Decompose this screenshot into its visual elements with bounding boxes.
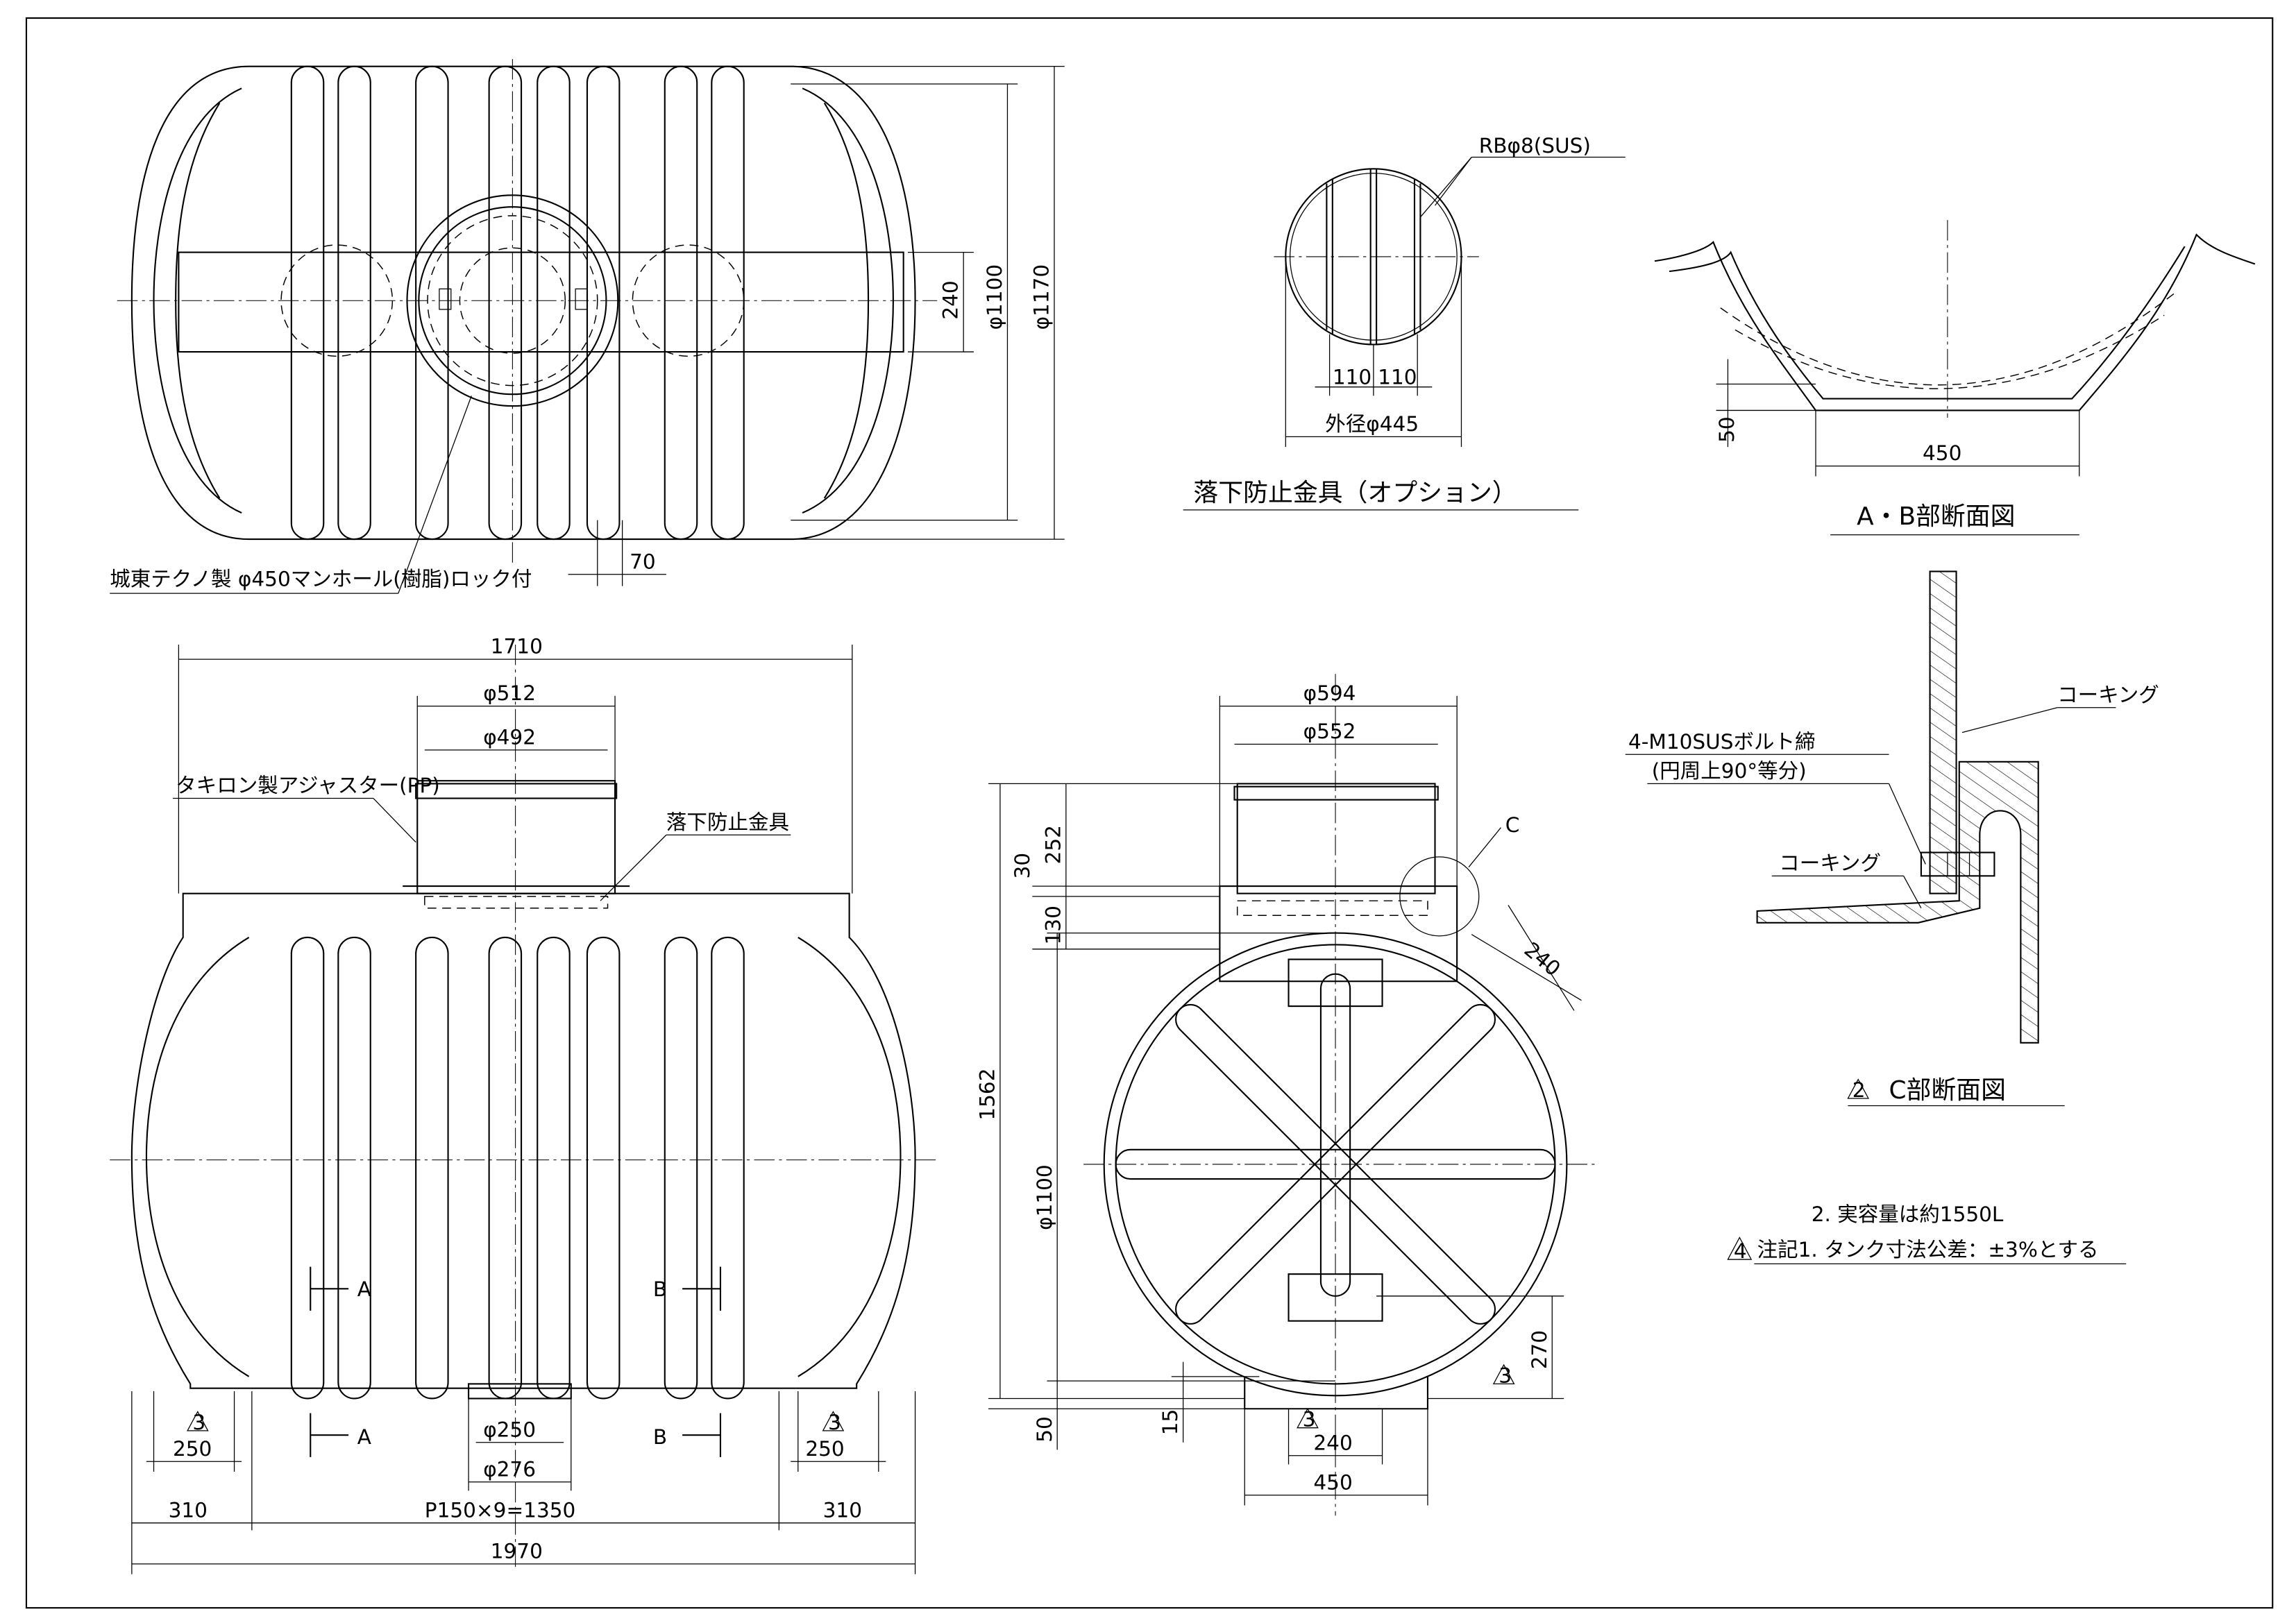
ab-section: 50 450 A・B部断面図 bbox=[1654, 220, 2256, 536]
revision-triangle-2 bbox=[1847, 1078, 1870, 1099]
dim-phi1100: φ1100 bbox=[1033, 1164, 1056, 1230]
dim-phi1100: φ1100 bbox=[983, 264, 1006, 330]
ab-section-title: A・B部断面図 bbox=[1857, 502, 2015, 531]
dim-1710: 1710 bbox=[491, 635, 543, 658]
front-rib bbox=[664, 936, 698, 1400]
rev-mark-270: 3 bbox=[1499, 1363, 1512, 1387]
dim-1562: 1562 bbox=[975, 1069, 999, 1121]
dim-pitch: P150×9=1350 bbox=[425, 1498, 576, 1522]
plan-rib bbox=[290, 65, 325, 541]
bolt bbox=[1920, 851, 1995, 877]
dim-phi1170: φ1170 bbox=[1030, 264, 1054, 330]
bolt-label: 4-M10SUSボルト締 bbox=[1628, 730, 1816, 754]
plan-tank-outline bbox=[130, 65, 916, 541]
plan-center-band bbox=[178, 251, 904, 353]
detail-c-label: C bbox=[1505, 813, 1520, 837]
dim-450: 450 bbox=[1923, 441, 1961, 465]
dim-252: 252 bbox=[1041, 825, 1065, 864]
detail-c-marker bbox=[1399, 856, 1480, 937]
side-riser bbox=[1219, 885, 1458, 983]
dim-30: 30 bbox=[1011, 853, 1034, 879]
side-view: C φ594 φ552 252 30 130 1562 φ1100 50 15 … bbox=[975, 674, 1596, 1516]
dim-phi492: φ492 bbox=[483, 725, 536, 749]
bolt-note: (円周上90°等分) bbox=[1652, 759, 1807, 783]
plan-rib bbox=[337, 65, 371, 541]
front-ribs bbox=[290, 936, 745, 1400]
adjuster-label: タキロン製アジャスター(PP) bbox=[176, 774, 440, 797]
revision-mark-2: 2 bbox=[1852, 1078, 1866, 1102]
outer-diameter: 外径φ445 bbox=[1325, 412, 1419, 436]
rev-mark-right: 3 bbox=[828, 1411, 841, 1434]
front-rib bbox=[488, 936, 523, 1400]
plan-rib bbox=[415, 65, 449, 541]
c-section: コーキング 4-M10SUSボルト締 (円周上90°等分) コーキング 2 C部… bbox=[1625, 570, 2159, 1107]
dim-240: 240 bbox=[939, 280, 963, 319]
plan-rib bbox=[711, 65, 745, 541]
front-rib bbox=[415, 936, 449, 1400]
dim-250-right: 250 bbox=[805, 1437, 844, 1461]
dim-70: 70 bbox=[630, 550, 656, 573]
dim-240-foot: 240 bbox=[1313, 1431, 1352, 1454]
manhole-label: 城東テクノ製 φ450マンホール(樹脂)ロック付 bbox=[110, 568, 532, 591]
c-section-title: C部断面図 bbox=[1889, 1076, 2006, 1105]
fall-guard-label: 落下防止金具 bbox=[666, 810, 789, 834]
dim-240-diag: 240 bbox=[1520, 937, 1565, 980]
plan-rib bbox=[664, 65, 698, 541]
front-rib bbox=[586, 936, 621, 1400]
front-rib bbox=[290, 936, 325, 1400]
c-section-wall bbox=[1929, 570, 1957, 894]
dim-1970: 1970 bbox=[491, 1539, 543, 1563]
section-b-top: B bbox=[653, 1277, 667, 1301]
front-tank-outline bbox=[130, 892, 916, 1389]
dim-50: 50 bbox=[1715, 416, 1739, 443]
caulking-top-label: コーキング bbox=[2057, 683, 2159, 706]
side-adjuster bbox=[1236, 783, 1436, 894]
plan-rib bbox=[537, 65, 571, 541]
revision-triangle-4 bbox=[1727, 1237, 1753, 1260]
section-b-bottom: B bbox=[653, 1425, 667, 1449]
rev-mark-foot: 3 bbox=[1303, 1408, 1316, 1431]
plan-ribs bbox=[290, 65, 745, 541]
note-tolerance: 注記1. タンク寸法公差：±3%とする bbox=[1757, 1238, 2099, 1261]
dim-50: 50 bbox=[1033, 1416, 1056, 1443]
dim-phi276: φ276 bbox=[483, 1457, 536, 1481]
dim-450-foot: 450 bbox=[1313, 1470, 1352, 1494]
dim-250-left: 250 bbox=[173, 1437, 212, 1461]
plan-rib bbox=[488, 65, 523, 541]
rebar-label: RBφ8(SUS) bbox=[1479, 134, 1591, 158]
dim-15: 15 bbox=[1158, 1409, 1182, 1436]
plan-view: 240 φ1100 φ1170 70 城東テクノ製 φ450マンホール(樹脂)ロ… bbox=[110, 59, 1065, 594]
side-spoke bbox=[1175, 1003, 1496, 1325]
c-section-flange bbox=[1756, 760, 2039, 1044]
front-view: A A B B 1710 φ512 φ492 タキロン製アジャスター(PP) 落… bbox=[110, 635, 938, 1574]
sheet-border bbox=[25, 17, 2274, 1609]
fall-guard-detail: 110 110 外径φ445 RBφ8(SUS) 落下防止金具（オプション） bbox=[1183, 134, 1626, 511]
dim-phi594: φ594 bbox=[1303, 681, 1356, 705]
front-rib bbox=[537, 936, 571, 1400]
dim-110-left: 110 bbox=[1333, 365, 1371, 389]
fall-guard-in-front bbox=[424, 896, 609, 909]
side-spoke bbox=[1175, 1003, 1496, 1325]
revision-mark-4: 4 bbox=[1734, 1239, 1747, 1263]
rev-mark-left: 3 bbox=[192, 1411, 205, 1434]
dim-310-left: 310 bbox=[169, 1498, 208, 1522]
caulking-bottom-label: コーキング bbox=[1779, 851, 1881, 875]
dim-270: 270 bbox=[1528, 1330, 1551, 1369]
plan-rib bbox=[586, 65, 621, 541]
fall-guard-title: 落下防止金具（オプション） bbox=[1193, 479, 1517, 507]
notes: 2. 実容量は約1550L 4 注記1. タンク寸法公差：±3%とする bbox=[1727, 1203, 2127, 1265]
dim-phi512: φ512 bbox=[483, 681, 536, 705]
section-a-top: A bbox=[357, 1277, 371, 1301]
section-a-bottom: A bbox=[357, 1425, 371, 1449]
dim-phi250: φ250 bbox=[483, 1418, 536, 1441]
adjuster bbox=[416, 780, 616, 894]
dim-310-right: 310 bbox=[823, 1498, 862, 1522]
dim-110-right: 110 bbox=[1378, 365, 1417, 389]
dim-130: 130 bbox=[1041, 906, 1065, 944]
dim-phi552: φ552 bbox=[1303, 720, 1356, 743]
front-rib bbox=[711, 936, 745, 1400]
note-capacity: 2. 実容量は約1550L bbox=[1812, 1203, 2004, 1226]
front-rib bbox=[337, 936, 371, 1400]
